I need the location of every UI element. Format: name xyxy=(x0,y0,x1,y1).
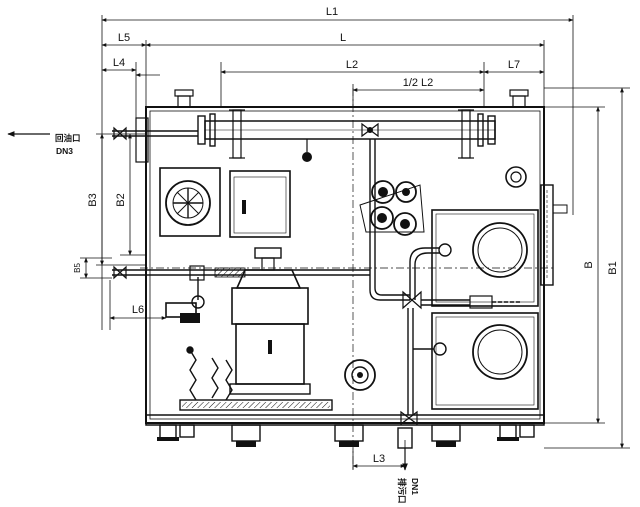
feed-pipe xyxy=(112,265,370,281)
dim-B1: B1 xyxy=(607,261,619,274)
mounting-feet xyxy=(157,424,535,447)
round-valve-bottom xyxy=(344,359,376,391)
right-side-fitting xyxy=(540,184,568,286)
motor-left xyxy=(165,277,205,323)
top-stubs xyxy=(174,89,529,108)
dim-L1: L1 xyxy=(326,6,338,18)
dimension-labels: L1 L5 L L4 L2 L7 1/2 L2 L3 L6 B1 B B3 B2… xyxy=(73,6,619,465)
control-box xyxy=(159,167,291,238)
dim-L5: L5 xyxy=(118,32,130,44)
dim-half-L2: 1/2 L2 xyxy=(403,77,434,89)
header-pipe xyxy=(197,109,496,162)
instrument-chain xyxy=(186,346,233,401)
separator-bowl xyxy=(229,247,311,395)
port-labels: 回油口 DN3 排污口 DN1 xyxy=(55,133,420,504)
dim-B: B xyxy=(583,261,595,268)
oil-return-outlet xyxy=(7,117,198,163)
dim-L4: L4 xyxy=(113,57,125,69)
drain-label: 排污口 xyxy=(397,478,407,504)
dim-B3: B3 xyxy=(87,193,99,206)
dim-B2: B2 xyxy=(115,193,127,206)
dim-L: L xyxy=(340,32,346,44)
dim-L2: L2 xyxy=(346,59,358,71)
heater-window-lower xyxy=(431,312,539,410)
lower-platform xyxy=(179,399,333,411)
curved-pipe xyxy=(369,243,520,415)
oil-return-size: DN3 xyxy=(56,146,73,156)
pump-assembly xyxy=(359,139,425,270)
dim-B5: B5 xyxy=(73,263,82,273)
heater-window-upper xyxy=(431,209,539,307)
header-valve xyxy=(361,122,379,138)
dim-L6: L6 xyxy=(132,304,144,316)
dim-L3: L3 xyxy=(373,453,385,465)
dimension-lines xyxy=(80,15,630,470)
center-lines xyxy=(140,88,555,470)
drain-outlet xyxy=(397,410,418,471)
round-gauge-right xyxy=(505,166,527,188)
oil-return-label: 回油口 xyxy=(55,133,81,143)
dim-L7: L7 xyxy=(508,59,520,71)
drain-size: DN1 xyxy=(410,478,420,495)
